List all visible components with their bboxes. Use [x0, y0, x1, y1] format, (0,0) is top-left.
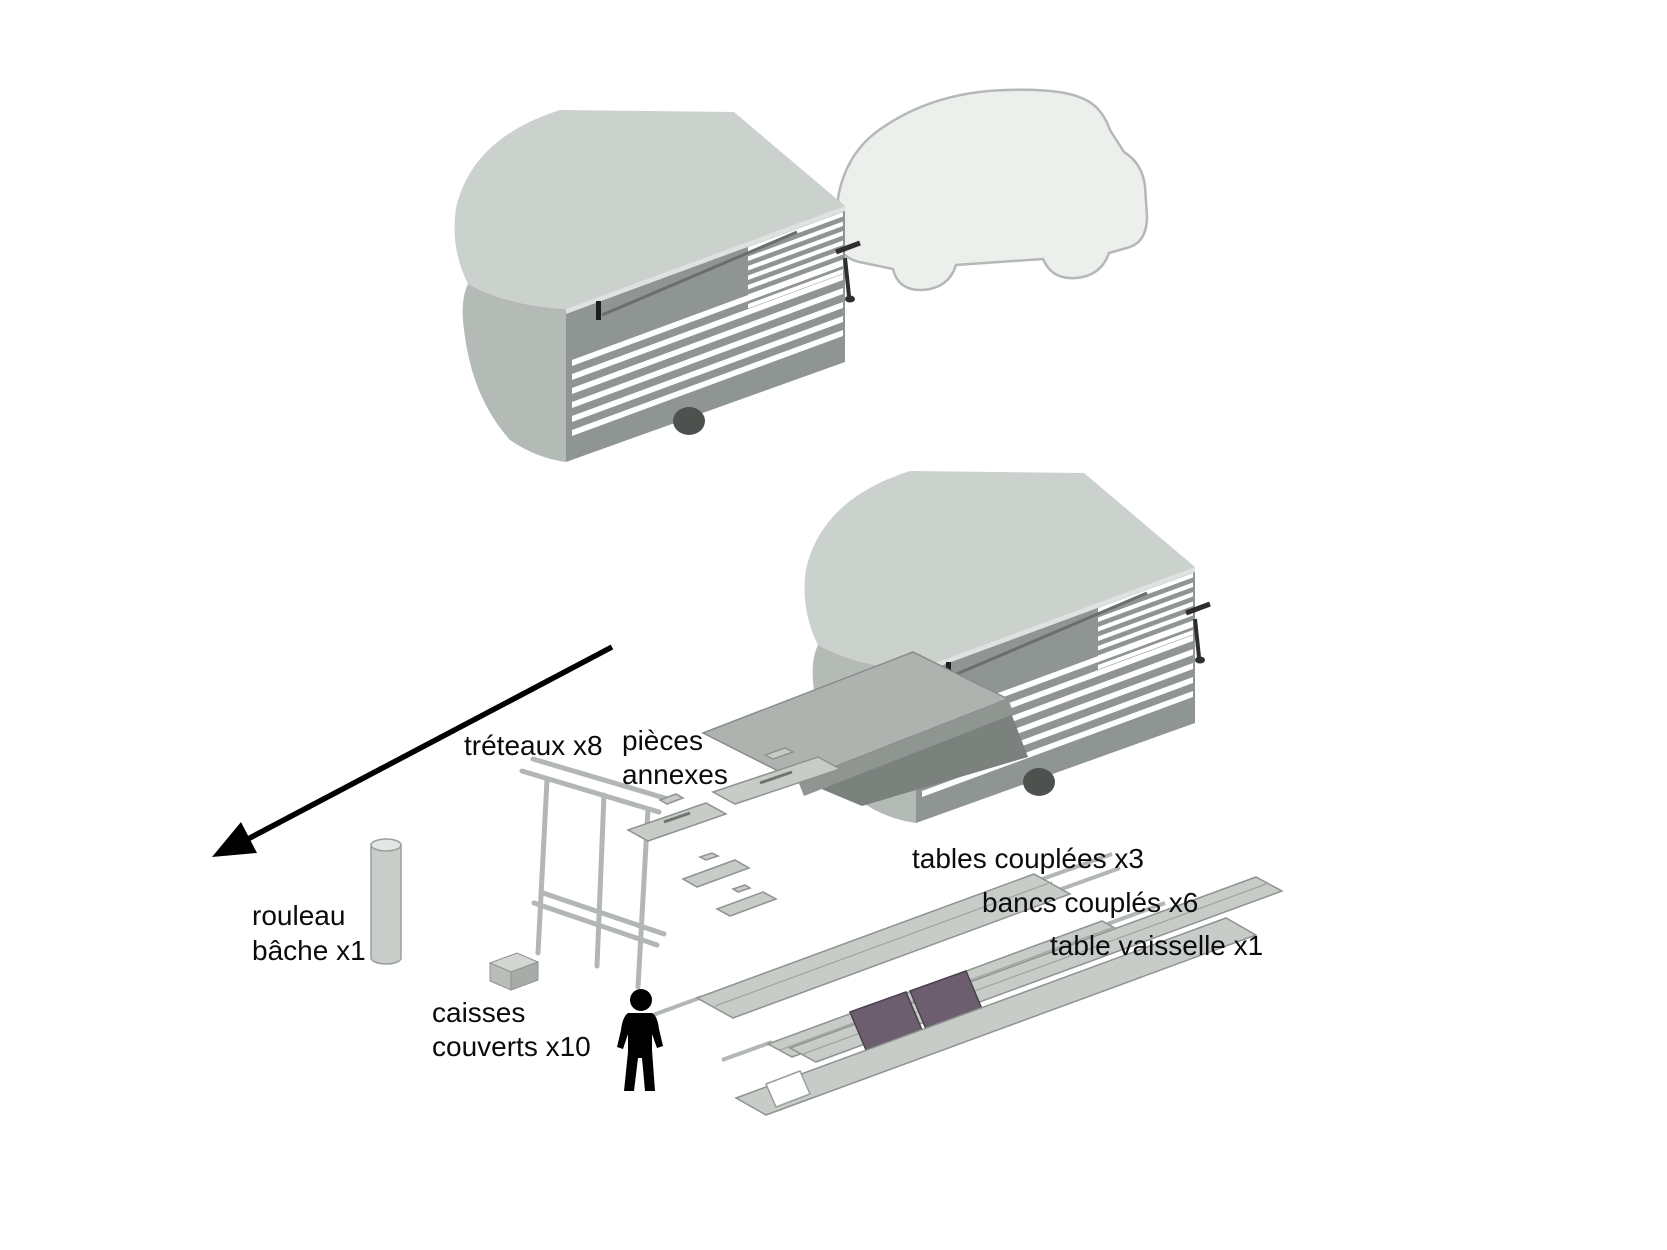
label-rouleau-line2: bâche x1 — [252, 935, 366, 966]
dish-table-frame — [734, 917, 1258, 1116]
trestle-rail — [530, 756, 671, 802]
trestles — [519, 756, 671, 990]
labels: tréteaux x8 pièces annexes rouleau bâche… — [252, 725, 1263, 1062]
label-pieces-line2: annexes — [622, 759, 728, 790]
coupling-rail — [1101, 901, 1166, 928]
annex-slot — [759, 770, 793, 785]
tarp-roll-body — [370, 844, 402, 965]
annex-piece — [711, 756, 842, 805]
annex-piece — [626, 802, 728, 842]
unload-arrow — [212, 644, 614, 857]
trestle-leg — [594, 792, 607, 969]
arrow-head-icon — [212, 822, 257, 857]
annex-piece-tab — [731, 884, 752, 893]
annex-piece-tab — [698, 852, 720, 861]
trestle-rail — [519, 768, 662, 815]
coupled-tables — [644, 852, 1121, 1020]
trestle-rail — [540, 890, 667, 937]
trestle-leg — [535, 777, 550, 956]
label-caisses-line2: couverts x10 — [432, 1031, 591, 1062]
trailer-towed — [455, 110, 861, 462]
label-bancs: bancs couplés x6 — [982, 887, 1198, 918]
label-tables: tables couplées x3 — [912, 843, 1144, 874]
label-vaisselle: table vaisselle x1 — [1050, 930, 1263, 961]
tow-car-silhouette — [834, 88, 1149, 292]
coupling-rail — [721, 1040, 773, 1062]
arrow-shaft — [244, 644, 614, 843]
cutlery-box — [488, 952, 540, 991]
coupling-rail — [1033, 852, 1113, 884]
panel-edge — [798, 699, 1014, 796]
annex-piece — [715, 891, 778, 917]
annex-piece-tab — [763, 747, 795, 760]
dish-table — [734, 876, 1284, 1116]
annex-piece — [681, 859, 751, 888]
coupling-rail — [644, 995, 703, 1020]
annex-pieces — [626, 747, 842, 917]
box-right — [510, 961, 539, 991]
label-rouleau-line1: rouleau — [252, 900, 345, 931]
label-caisses-line1: caisses — [432, 997, 525, 1028]
tarp-roll — [370, 838, 402, 965]
plank-seam — [714, 881, 1053, 1007]
annex-slot — [663, 811, 691, 824]
trestle-rail — [531, 900, 660, 948]
annex-piece-tab — [658, 793, 685, 805]
tarp-roll-top — [370, 838, 402, 852]
person-figure — [617, 989, 663, 1091]
person-body — [617, 1013, 663, 1091]
person-head — [630, 989, 652, 1011]
label-treteaux: tréteaux x8 — [464, 730, 603, 761]
label-pieces-line1: pièces — [622, 725, 703, 756]
fold-down-panel — [701, 651, 1028, 806]
frame-opening — [764, 1070, 812, 1108]
